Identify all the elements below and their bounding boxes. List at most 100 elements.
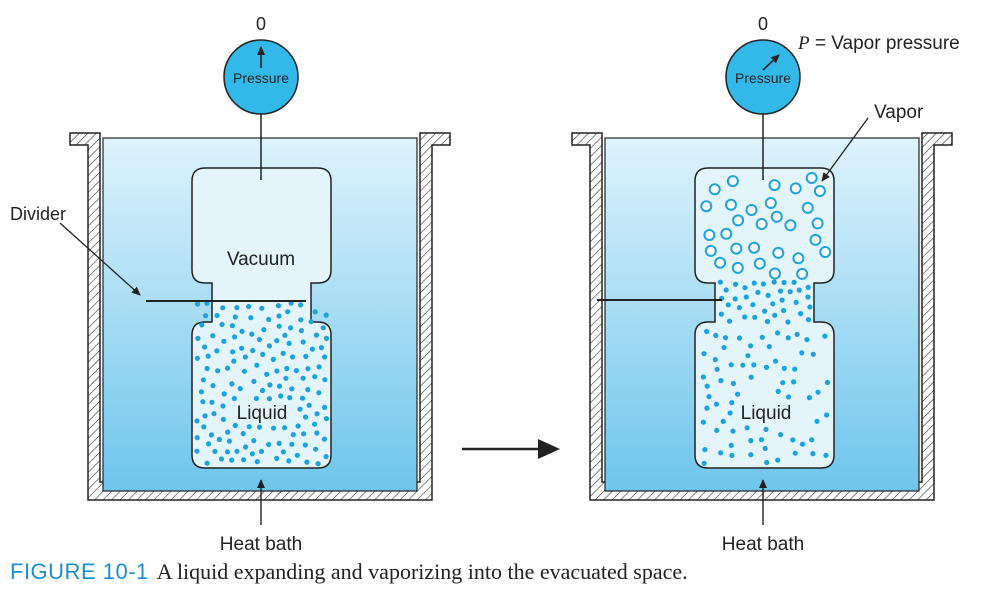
right-vapor-molecules bbox=[700, 172, 832, 280]
liquid-molecule bbox=[824, 379, 831, 386]
liquid-molecule bbox=[224, 449, 231, 455]
liquid-molecule bbox=[704, 328, 710, 335]
liquid-molecule bbox=[275, 303, 282, 309]
vapor-molecule bbox=[805, 172, 818, 184]
liquid-molecule bbox=[313, 446, 319, 452]
liquid-molecule bbox=[313, 332, 319, 338]
liquid-molecule bbox=[218, 456, 225, 462]
liquid-molecule bbox=[237, 386, 243, 392]
pressure-text: = Vapor pressure bbox=[810, 33, 960, 54]
liquid-molecule bbox=[288, 325, 294, 331]
figure-number: FIGURE 10-1 bbox=[10, 559, 149, 584]
liquid-molecule bbox=[323, 312, 329, 318]
vapor-molecule bbox=[764, 197, 777, 209]
vapor-molecule bbox=[796, 267, 809, 280]
liquid-molecule bbox=[198, 389, 204, 395]
liquid-molecule bbox=[298, 317, 304, 323]
liquid-molecule bbox=[312, 421, 318, 427]
vapor-molecule bbox=[700, 200, 713, 213]
right-gauge-label: Pressure bbox=[735, 70, 791, 86]
liquid-molecule bbox=[220, 416, 226, 422]
liquid-molecule bbox=[229, 323, 235, 329]
liquid-molecule bbox=[249, 451, 255, 457]
liquid-molecule bbox=[200, 399, 206, 405]
liquid-molecule bbox=[253, 395, 259, 402]
liquid-molecule bbox=[278, 393, 284, 399]
liquid-molecule bbox=[810, 351, 816, 357]
liquid-molecule bbox=[322, 377, 328, 383]
vapor-molecule bbox=[748, 241, 761, 254]
liquid-molecule bbox=[750, 302, 756, 308]
liquid-molecule bbox=[743, 294, 749, 300]
liquid-molecule bbox=[214, 312, 220, 319]
liquid-molecule bbox=[790, 437, 796, 443]
liquid-molecule bbox=[718, 311, 724, 317]
liquid-molecule bbox=[284, 365, 290, 372]
liquid-molecule bbox=[792, 450, 798, 456]
liquid-molecule bbox=[728, 362, 734, 368]
liquid-molecule bbox=[764, 459, 770, 466]
vapor-molecule bbox=[811, 217, 824, 230]
left-liquid-label: Liquid bbox=[237, 403, 288, 424]
liquid-molecule bbox=[781, 279, 787, 286]
liquid-molecule bbox=[793, 299, 799, 305]
liquid-molecule bbox=[209, 399, 215, 405]
liquid-molecule bbox=[772, 358, 779, 364]
liquid-molecule bbox=[766, 344, 772, 350]
liquid-molecule bbox=[751, 280, 757, 286]
liquid-molecule bbox=[305, 387, 311, 393]
liquid-molecule bbox=[224, 365, 231, 371]
vapor-pressure-annotation: P = Vapor pressure bbox=[797, 33, 960, 54]
liquid-molecule bbox=[720, 418, 726, 424]
right-gauge-zero: 0 bbox=[758, 14, 768, 34]
liquid-molecule bbox=[701, 351, 707, 357]
figure-caption-text: A liquid expanding and vaporizing into t… bbox=[156, 559, 688, 584]
liquid-molecule bbox=[744, 425, 750, 431]
left-gauge-zero: 0 bbox=[256, 14, 266, 34]
liquid-molecule bbox=[229, 457, 235, 463]
liquid-molecule bbox=[745, 353, 751, 359]
liquid-molecule bbox=[260, 351, 266, 357]
liquid-molecule bbox=[208, 432, 214, 438]
liquid-molecule bbox=[700, 419, 707, 425]
liquid-molecule bbox=[796, 287, 802, 293]
liquid-molecule bbox=[210, 383, 216, 389]
liquid-molecule bbox=[314, 430, 320, 436]
liquid-molecule bbox=[290, 432, 296, 438]
liquid-molecule bbox=[274, 368, 280, 374]
liquid-molecule bbox=[701, 460, 707, 466]
liquid-molecule bbox=[791, 379, 797, 385]
liquid-molecule bbox=[295, 423, 301, 429]
liquid-molecule bbox=[775, 388, 781, 394]
liquid-molecule bbox=[289, 354, 296, 360]
liquid-molecule bbox=[202, 344, 208, 350]
liquid-molecule bbox=[276, 313, 282, 319]
right-panel: Liquid Vapor Pressure 0 P = Vapor pressu… bbox=[571, 14, 960, 555]
liquid-molecule bbox=[232, 422, 238, 429]
liquid-molecule bbox=[232, 334, 238, 340]
liquid-molecule bbox=[305, 366, 311, 372]
liquid-molecule bbox=[285, 309, 291, 315]
left-divider-label: Divider bbox=[10, 204, 66, 224]
liquid-molecule bbox=[194, 418, 200, 424]
left-panel: Divider Vacuum Liquid Pressure 0 Heat ba… bbox=[10, 14, 451, 555]
liquid-molecule bbox=[779, 297, 785, 303]
liquid-molecule bbox=[298, 328, 304, 334]
liquid-molecule bbox=[729, 400, 735, 406]
liquid-molecule bbox=[726, 318, 733, 324]
liquid-molecule bbox=[706, 394, 712, 400]
liquid-molecule bbox=[254, 362, 260, 368]
liquid-molecule bbox=[266, 441, 272, 448]
liquid-molecule bbox=[748, 438, 754, 444]
liquid-molecule bbox=[202, 413, 208, 419]
liquid-molecule bbox=[195, 335, 201, 341]
liquid-molecule bbox=[762, 308, 768, 314]
liquid-molecule bbox=[748, 343, 754, 349]
liquid-molecule bbox=[259, 387, 266, 394]
left-vessel bbox=[191, 167, 332, 469]
vapor-molecule bbox=[801, 201, 814, 214]
vapor-molecule bbox=[789, 182, 802, 195]
liquid-molecule bbox=[785, 319, 791, 325]
liquid-molecule bbox=[809, 437, 815, 443]
liquid-molecule bbox=[306, 402, 312, 408]
